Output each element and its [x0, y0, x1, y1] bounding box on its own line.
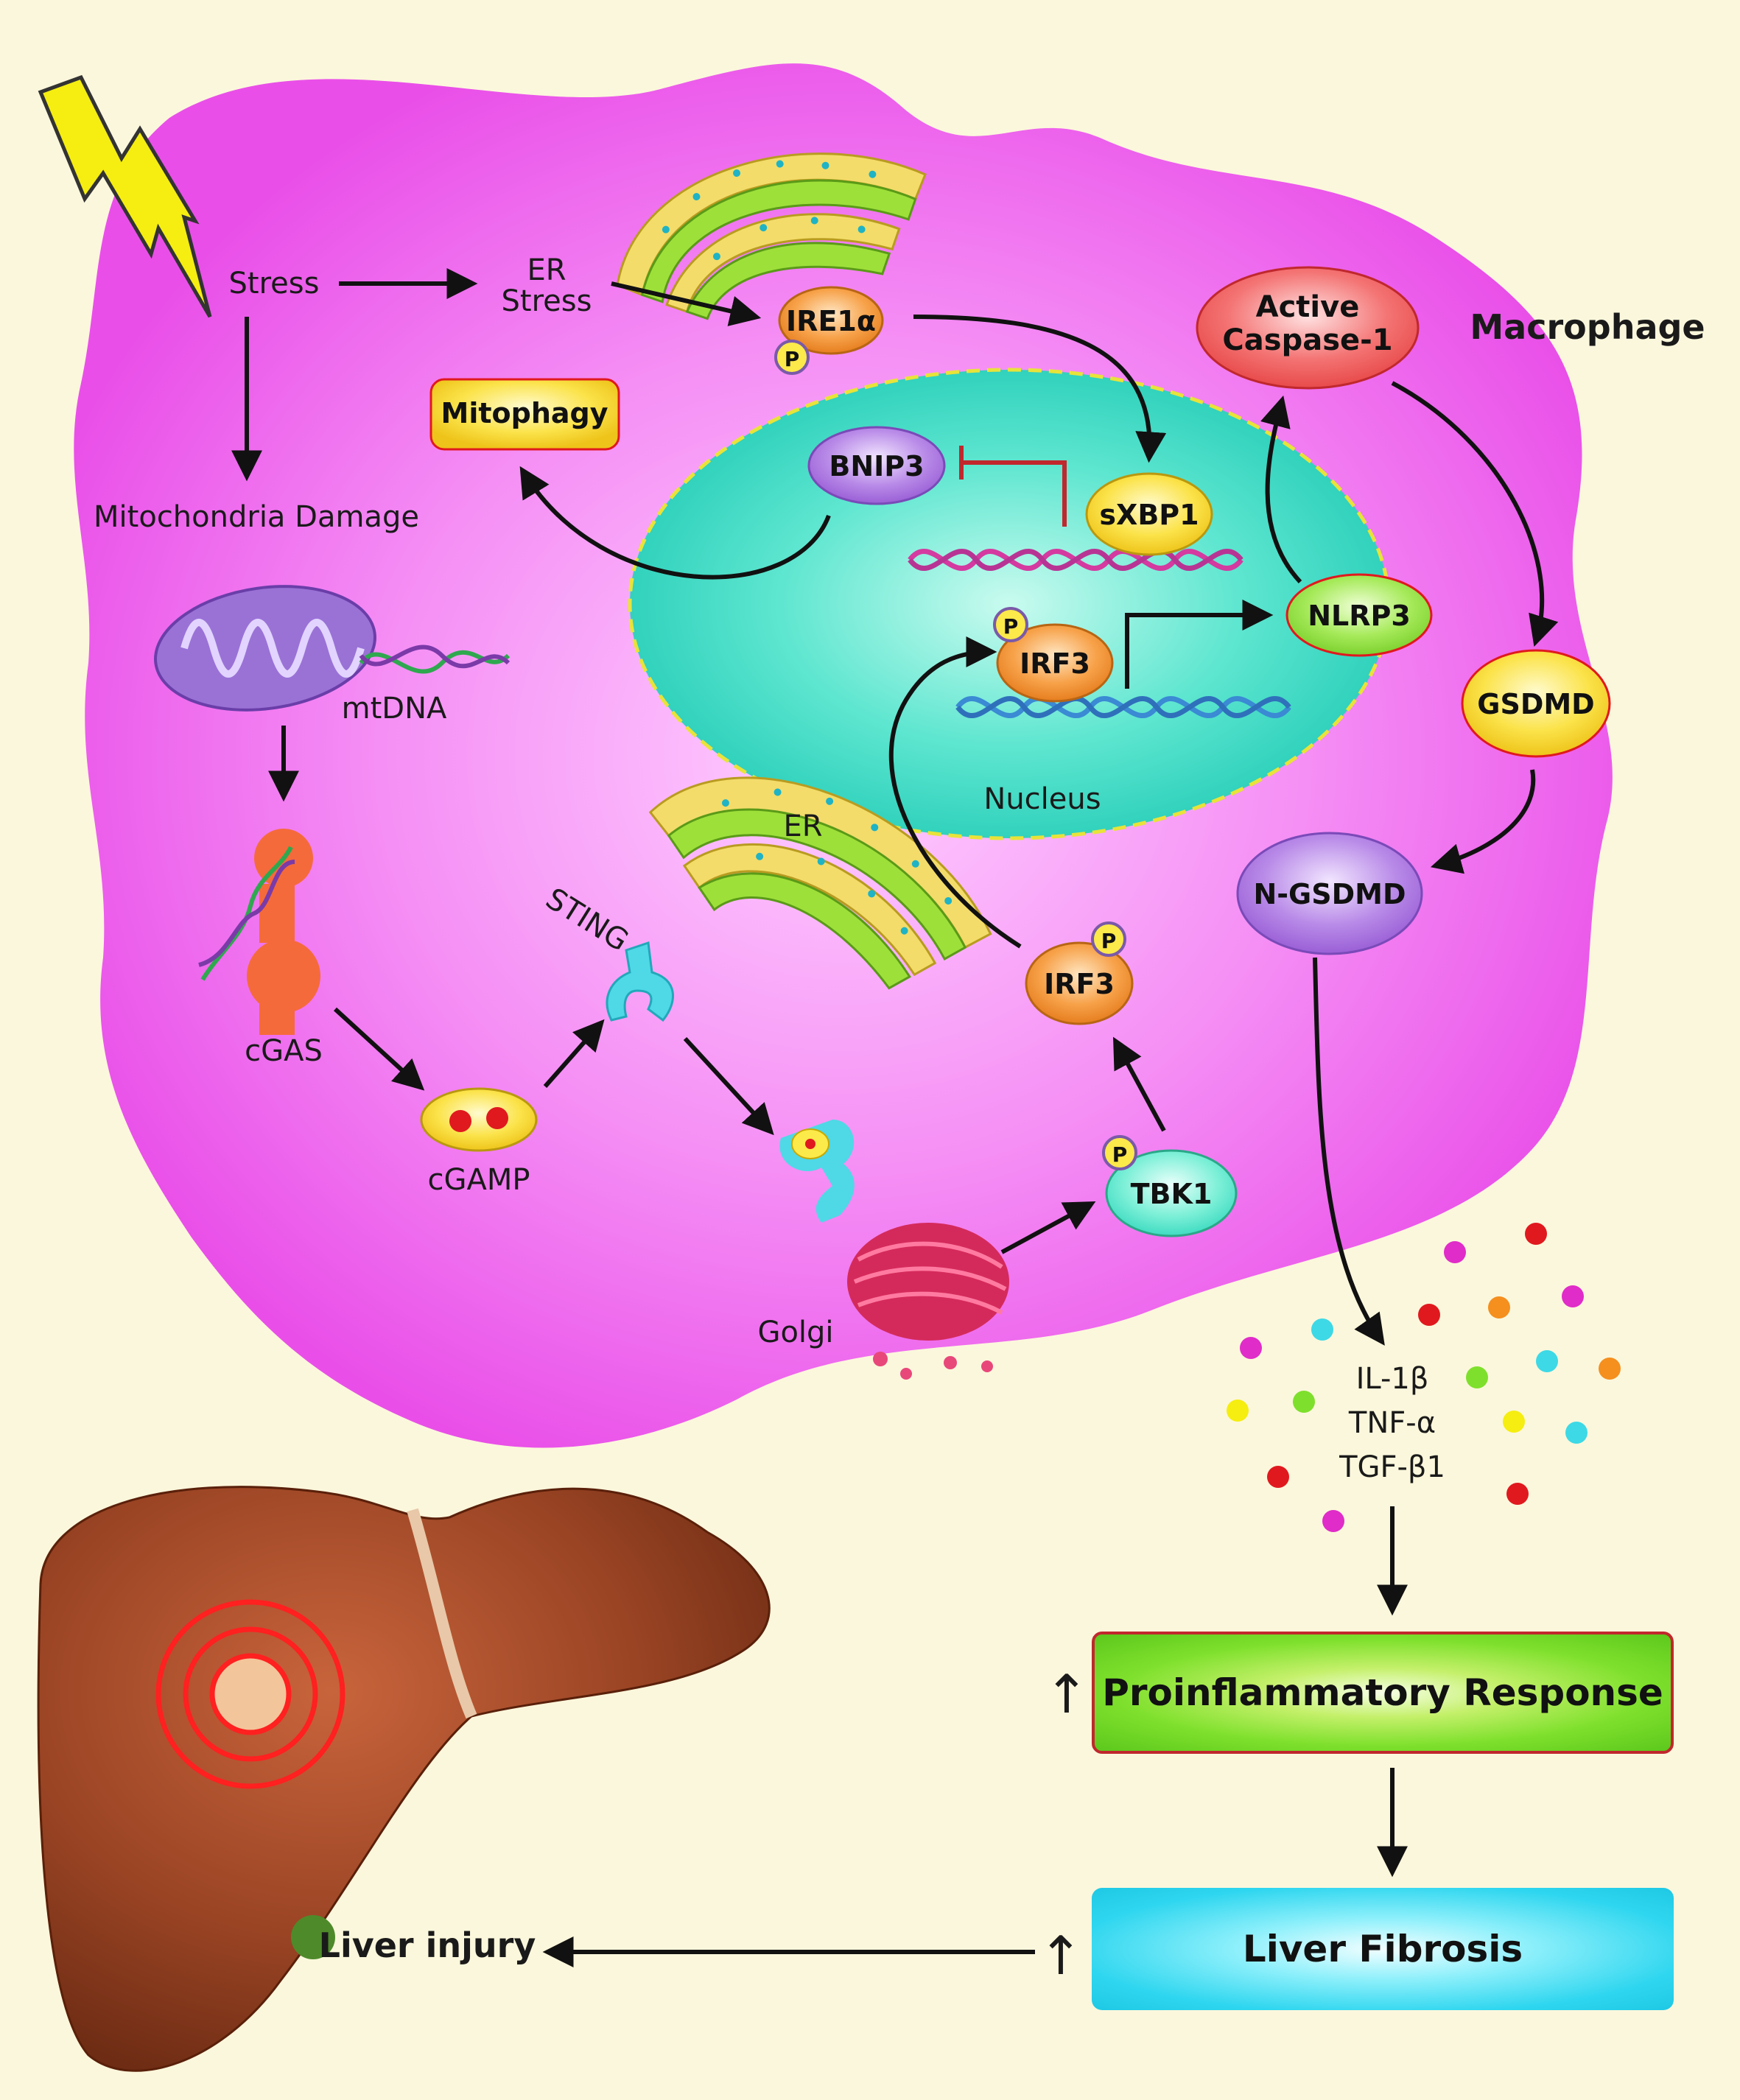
sting-cgamp-complex-icon [779, 1120, 855, 1223]
svg-text:TBK1: TBK1 [1131, 1178, 1213, 1210]
endoplasmic-reticulum-icon [616, 152, 927, 320]
tbk1-node: TBK1 [1105, 1149, 1238, 1237]
tgfb1-label: TGF-β1 [1339, 1450, 1445, 1484]
il1b-label: IL-1β [1356, 1362, 1429, 1396]
arrow-tbk1-to-irf3 [1112, 1036, 1166, 1132]
endoplasmic-reticulum-icon [648, 776, 992, 990]
cgas-label: cGAS [245, 1034, 323, 1068]
svg-text:P: P [1101, 929, 1117, 953]
cgamp-node [420, 1087, 538, 1152]
svg-text:N-GSDMD: N-GSDMD [1253, 878, 1406, 910]
macrophage-label: Macrophage [1470, 307, 1705, 347]
liver-illustration [37, 1486, 771, 2072]
inhibition-sxbp1-bnip3 [959, 446, 1067, 527]
dna-icon [359, 645, 511, 674]
golgi-label: Golgi [757, 1316, 833, 1349]
cytokine-particles [1227, 1223, 1621, 1532]
svg-text:P: P [1112, 1142, 1128, 1167]
er-stress-label: Stress [502, 284, 592, 318]
arrow-sting-to-golgi [683, 1036, 774, 1136]
svg-text:BNIP3: BNIP3 [829, 450, 924, 482]
n-gsdmd-node: N-GSDMD [1236, 832, 1423, 955]
svg-text:IRF3: IRF3 [1044, 968, 1115, 1000]
liver-fibrosis-label: Liver Fibrosis [1242, 1928, 1523, 1970]
active-caspase-1-node: Active Caspase-1 [1196, 266, 1420, 390]
svg-text:IRF3: IRF3 [1020, 647, 1090, 680]
dna-icon [198, 846, 295, 981]
svg-text:P: P [1003, 614, 1019, 639]
arrow-golgi-to-tbk1 [1000, 1201, 1096, 1254]
arrow-ngsdmd-to-cytokines [1313, 957, 1385, 1346]
mitophagy-box: Mitophagy [429, 378, 620, 451]
up-arrow-icon: ↑ [1045, 1663, 1089, 1725]
svg-text:GSDMD: GSDMD [1477, 688, 1594, 720]
arrow-er-stress-to-ire1a [611, 281, 762, 326]
nlrp3-node: NLRP3 [1285, 573, 1433, 657]
svg-text:Mitophagy: Mitophagy [441, 397, 608, 429]
nucleus-label: Nucleus [983, 782, 1101, 816]
up-arrow-icon: ↑ [1039, 1925, 1083, 1987]
svg-text:P: P [785, 347, 800, 371]
tnfa-label: TNF-α [1348, 1406, 1436, 1440]
arrow-bnip3-to-mitophagy [519, 466, 831, 580]
arrow-ire1a-to-sxbp1 [913, 315, 1167, 463]
svg-text:NLRP3: NLRP3 [1308, 600, 1411, 632]
er-stress-label: ER [527, 253, 566, 287]
arrow-gsdmd-to-ngsdmd [1430, 769, 1536, 874]
sxbp1-node: sXBP1 [1085, 472, 1213, 556]
pathway-arrows [231, 268, 1559, 1967]
phospho-badge: P [774, 340, 810, 375]
er-label: ER [783, 810, 822, 843]
ire1a-node: IRE1α [778, 286, 884, 355]
phospho-badge: P [1091, 921, 1126, 957]
proinflammatory-response-label: Proinflammatory Response [1102, 1671, 1663, 1714]
arrow-cgamp-to-sting [543, 1019, 605, 1088]
mitochondria-damage-label: Mitochondria Damage [94, 500, 419, 534]
liver-injury-label: Liver injury [319, 1925, 536, 1965]
arrow-cgas-to-cgamp [333, 1007, 425, 1091]
svg-text:Active: Active [1256, 290, 1360, 324]
golgi-icon [847, 1223, 1009, 1380]
sting-receptor-icon [606, 941, 674, 1022]
arrow-nlrp3-to-caspase [1260, 395, 1302, 584]
lightning-bolt-icon [38, 74, 212, 318]
arrow-caspase-to-gsdmd [1391, 381, 1559, 647]
phospho-badge: P [1102, 1135, 1137, 1170]
arrow-irf3-to-nlrp3 [1125, 600, 1274, 689]
cgamp-label: cGAMP [428, 1163, 530, 1197]
phospho-badge: P [993, 607, 1028, 642]
bnip3-node: BNIP3 [807, 426, 946, 505]
svg-text:sXBP1: sXBP1 [1099, 499, 1199, 531]
stress-label: Stress [229, 267, 320, 301]
arrow-irf3-to-nucleus [888, 636, 1022, 949]
liver-fibrosis-box: Liver Fibrosis [1092, 1888, 1674, 2010]
dna-icon [908, 549, 1243, 571]
gsdmd-node: GSDMD [1461, 649, 1611, 758]
mitochondrion-icon [154, 585, 376, 712]
svg-text:Caspase-1: Caspase-1 [1222, 323, 1392, 357]
proinflammatory-response-box: Proinflammatory Response [1092, 1632, 1674, 1754]
irf3-nucleus-node: IRF3 [996, 623, 1114, 703]
dna-icon [955, 696, 1291, 718]
svg-text:IRE1α: IRE1α [786, 305, 876, 337]
irf3-cytoplasm-node: IRF3 [1025, 941, 1134, 1025]
mtdna-label: mtDNA [342, 692, 447, 726]
